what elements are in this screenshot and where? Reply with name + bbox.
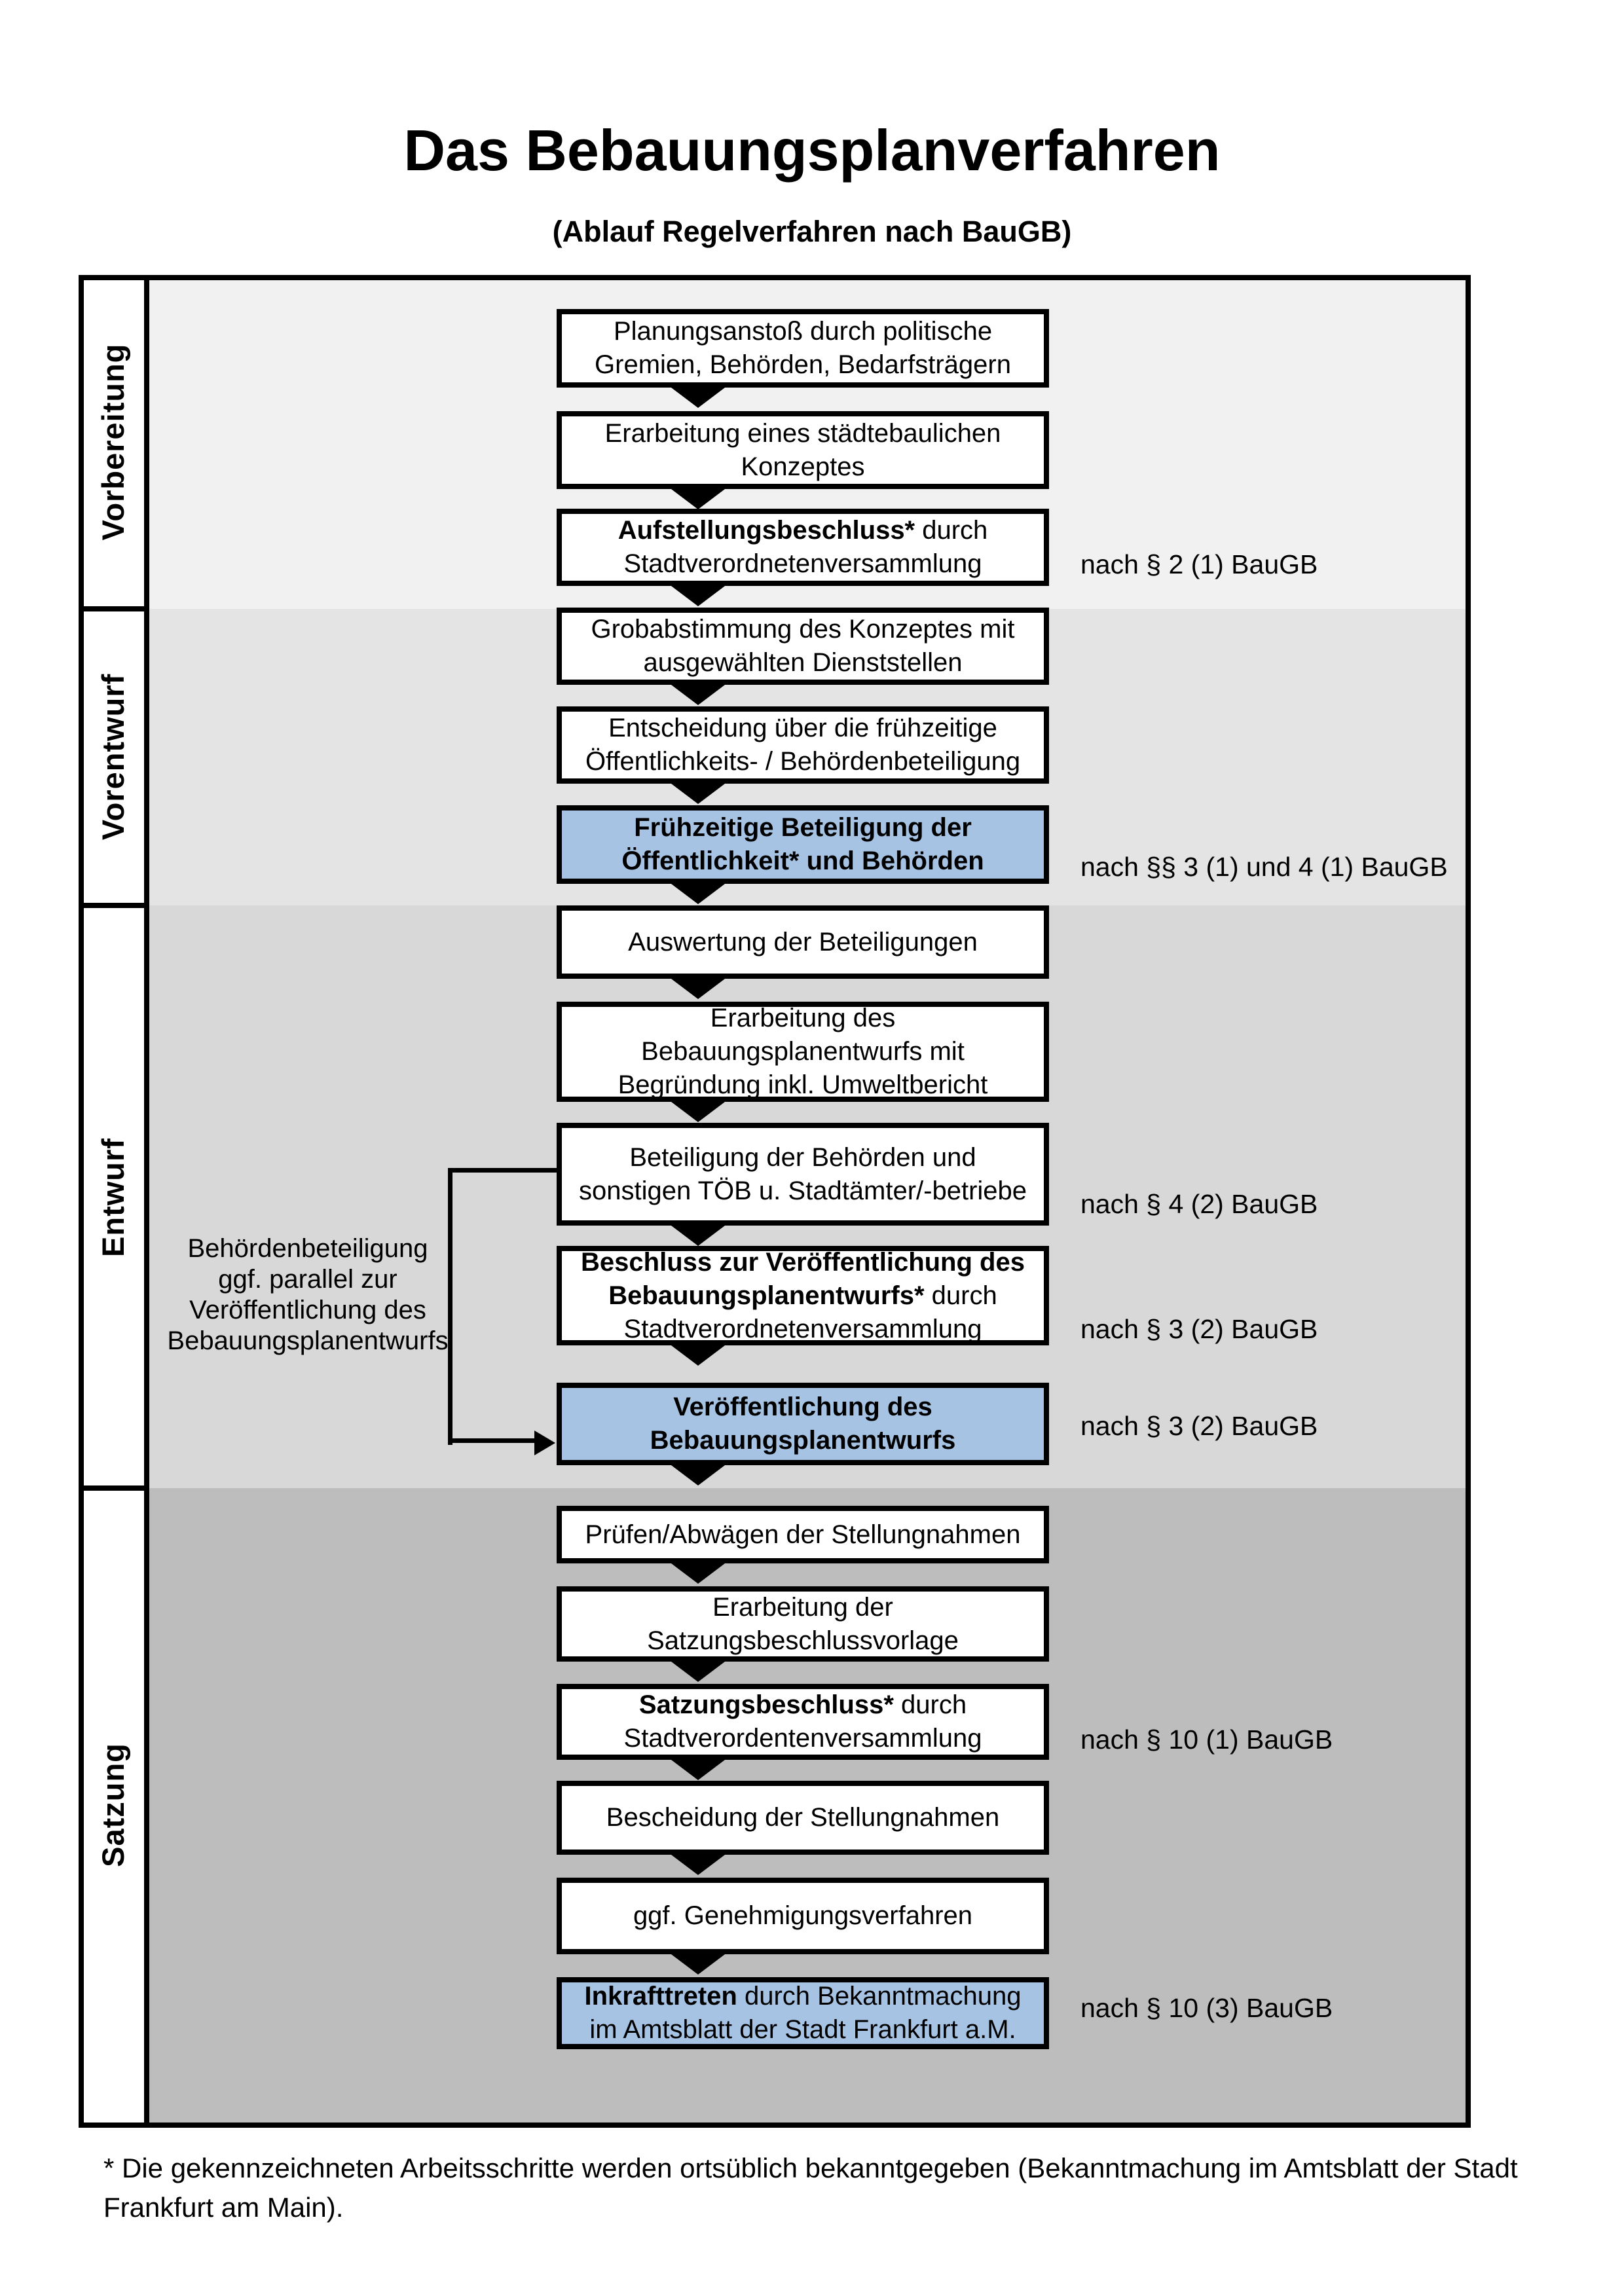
down-arrow-icon [669,584,728,606]
parallel-note-line: Veröffentlichung des [189,1296,426,1324]
down-arrow-icon [669,882,728,904]
parallel-note-line: ggf. parallel zur [218,1265,397,1294]
down-arrow-icon [669,1463,728,1485]
phase-divider-2 [84,903,149,908]
flow-step-line: Satzungsbeschluss* durch [638,1690,967,1719]
flow-step-line: Gremien, Behörden, Bedarfsträgern [595,350,1011,379]
flow-step-line: Begründung inkl. Umweltbericht [618,1070,988,1099]
flow-step-line: Beschluss zur Veröffentlichung des [581,1247,1025,1277]
footnote-line: Frankfurt am Main). [103,2192,344,2223]
flow-step-line: Stadtverordnetenversammlung [623,1314,982,1343]
flow-step-line: Stadtverordnetenversammlung [623,549,982,578]
flow-step-line: Bebauungsplanentwurfs mit [641,1037,965,1066]
flow-step-line: Veröffentlichung des [673,1393,932,1421]
down-arrow-icon [669,683,728,705]
down-arrow-icon [669,977,728,999]
flow-step-line: Prüfen/Abwägen der Stellungnahmen [585,1520,1021,1549]
legal-reference-6: nach § 10 (1) BauGB [1080,1724,1333,1755]
flow-step-15: Bescheidung der Stellungnahmen [557,1781,1049,1855]
down-arrow-icon [669,1561,728,1584]
flow-step-line: Auswertung der Beteiligungen [628,927,978,957]
parallel-note-line: Behördenbeteiligung [187,1234,428,1263]
flow-step-line: Bebauungsplanentwurfs* durch [608,1281,997,1310]
legal-reference-7: nach § 10 (3) BauGB [1080,1993,1333,2023]
flow-step-line: Aufstellungsbeschluss* durch [618,516,988,545]
flow-step-line: Konzeptes [741,452,865,481]
flow-step-line: Frühzeitige Beteiligung der [634,813,972,842]
down-arrow-icon [669,1660,728,1682]
legal-reference-5: nach § 3 (2) BauGB [1080,1411,1318,1441]
phase-label-vorbereitung: Vorbereitung [96,343,130,541]
down-arrow-icon [669,1100,728,1122]
flow-step-line: ausgewählten Dienststellen [643,648,963,677]
flow-step-line: Erarbeitung des [710,1004,896,1032]
flow-step-line: ggf. Genehmigungsverfahren [633,1901,973,1930]
flow-step-line: Erarbeitung der [712,1592,893,1622]
flow-step-4: Grobabstimmung des Konzeptes mit ausgewäh… [557,608,1049,685]
flow-step-line: Öffentlichkeits- / Behördenbeteiligung [585,747,1021,776]
down-arrow-icon [669,1853,728,1875]
flow-step-line: Entscheidung über die frühzeitige [608,714,997,742]
legal-reference-4: nach § 3 (2) BauGB [1080,1314,1318,1344]
phase-divider-3 [84,1485,149,1491]
phase-divider-1 [84,606,149,611]
flow-step-line: Öffentlichkeit* und Behörden [621,847,984,875]
flow-step-line: im Amtsblatt der Stadt Frankfurt a.M. [589,2015,1016,2044]
flow-step-17: Inkrafttreten durch Bekanntmachung im Amt… [557,1977,1049,2049]
phase-label-vorentwurf: Vorentwurf [96,673,130,841]
phase-label-entwurf: Entwurf [96,1138,130,1257]
parallel-connector-arrowhead [534,1430,555,1455]
down-arrow-icon [669,1758,728,1780]
page-title: Das Bebauungsplanverfahren [403,118,1221,183]
flow-step-line: Stadtverordentenversammlung [623,1724,982,1753]
sidebar-vertical-divider [144,280,149,2123]
down-arrow-icon [669,487,728,509]
footnote: * Die gekennzeichneten Arbeitsschritte w… [103,2149,1570,2227]
flow-step-line: Planungsanstoß durch politische [613,317,993,346]
down-arrow-icon [669,1224,728,1246]
legal-reference-3: nach § 4 (2) BauGB [1080,1189,1318,1219]
phase-label-satzung: Satzung [96,1743,130,1867]
flow-step-line: Bebauungsplanentwurfs [650,1426,956,1455]
footnote-line: * Die gekennzeichneten Arbeitsschritte w… [103,2153,1518,2183]
down-arrow-icon [669,1343,728,1366]
parallel-connector-top [448,1168,557,1173]
flow-step-7: Auswertung der Beteiligungen [557,905,1049,979]
parallel-connector-vertical [448,1168,452,1445]
flow-step-line: sonstigen TÖB u. Stadtämter/-betriebe [578,1176,1027,1205]
page-subtitle: (Ablauf Regelverfahren nach BauGB) [552,215,1072,248]
flow-step-line: Inkrafttreten durch Bekanntmachung [584,1982,1022,2011]
down-arrow-icon [669,782,728,804]
flow-step-line: Satzungsbeschlussvorlage [647,1626,959,1655]
legal-reference-2: nach §§ 3 (1) und 4 (1) BauGB [1080,852,1448,882]
down-arrow-icon [669,386,728,408]
flow-step-line: Erarbeitung eines städtebaulichen [604,418,1001,448]
parallel-connector-bottom [448,1438,536,1443]
parallel-process-note: Behördenbeteiligung ggf. parallel zur Ve… [154,1233,462,1357]
parallel-note-line: Bebauungsplanentwurfs [167,1326,449,1355]
flow-step-9: Beteiligung der Behörden und sonstigen TÖ… [557,1123,1049,1226]
flow-step-12: Prüfen/Abwägen der Stellungnahmen [557,1506,1049,1563]
down-arrow-icon [669,1952,728,1975]
flow-step-line: Beteiligung der Behörden und [629,1142,976,1172]
flow-step-16: ggf. Genehmigungsverfahren [557,1878,1049,1954]
flow-step-line: Bescheidung der Stellungnahmen [606,1803,1000,1832]
flow-step-line: Grobabstimmung des Konzeptes mit [591,615,1015,644]
legal-reference-1: nach § 2 (1) BauGB [1080,549,1318,579]
